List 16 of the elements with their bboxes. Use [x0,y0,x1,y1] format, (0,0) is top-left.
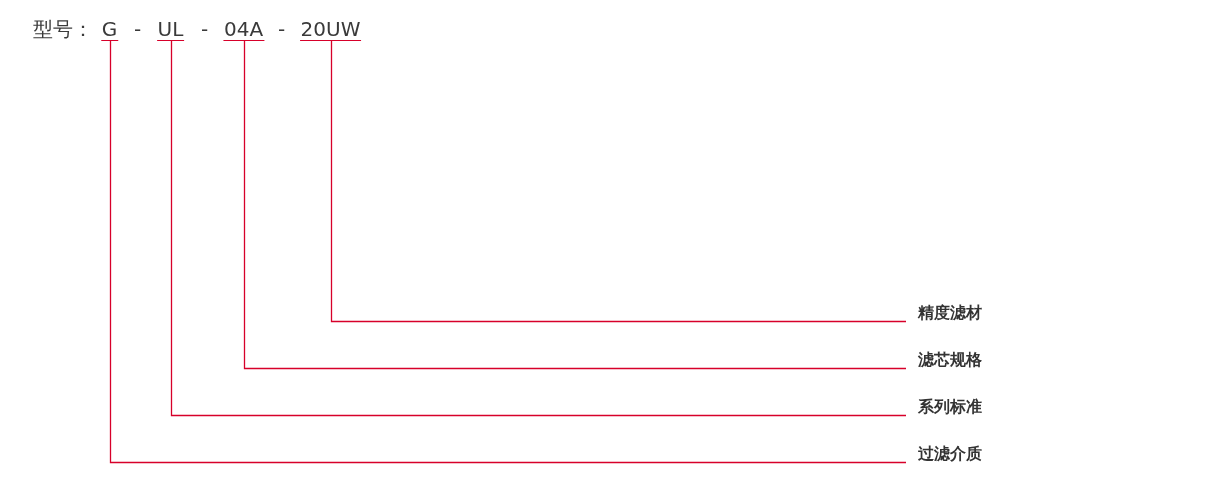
part-label: 过滤介质 [918,445,982,463]
dash-separator: - [201,18,209,40]
part-label: 系列标准 [918,398,982,416]
leader-line [330,40,907,323]
underlined-code-segment: 04A [222,18,265,41]
underlined-code-segment: 20UW [299,18,362,41]
part-label: 滤芯规格 [918,351,982,369]
leader-line [243,40,907,370]
part-label: 精度滤材 [918,304,982,322]
underlined-code-segment: G [100,18,119,41]
dash-separator: - [278,18,286,40]
leader-line [109,40,907,464]
underlined-code-segment: UL [156,18,185,41]
dash-separator: - [134,18,142,40]
leader-line [170,40,907,417]
model-label: 型号： [33,18,93,40]
